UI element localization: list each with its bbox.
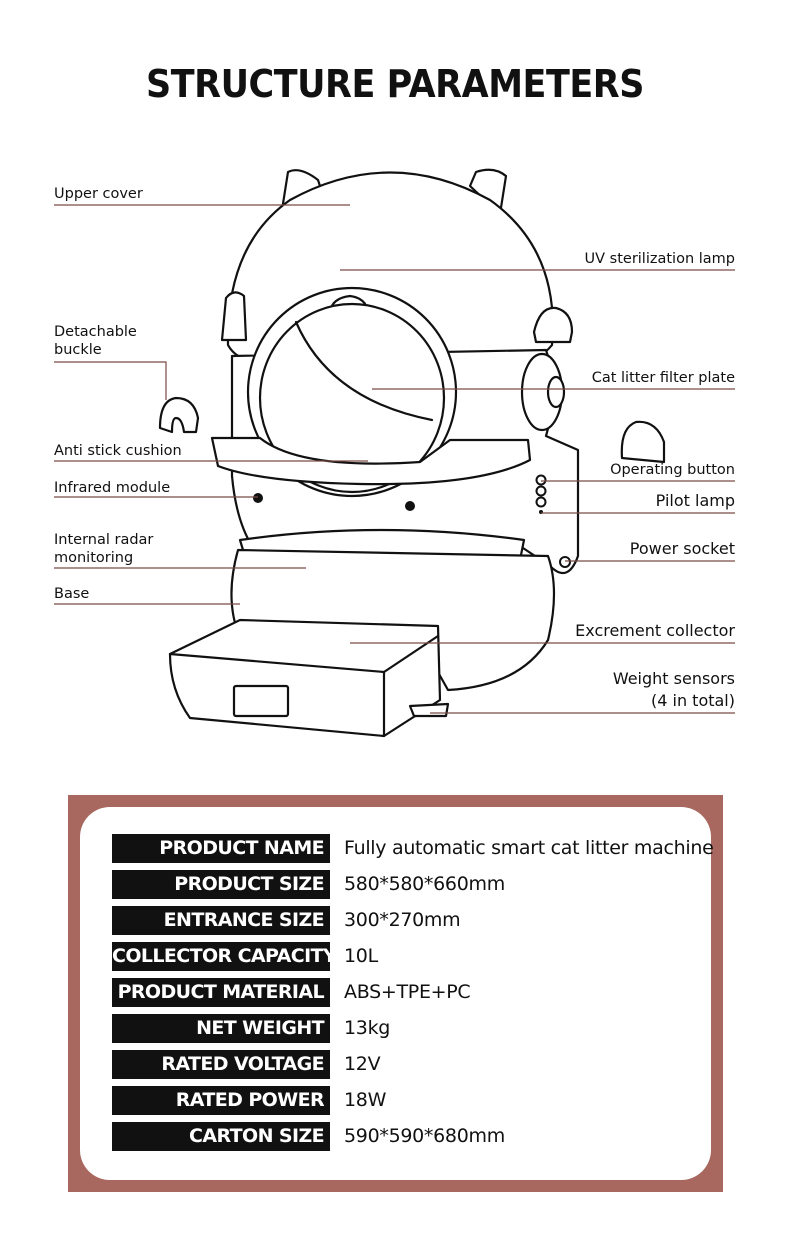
spec-key: RATED POWER <box>112 1086 330 1115</box>
spec-key: CARTON SIZE <box>112 1122 330 1151</box>
anti-stick-cushion-shape <box>210 436 532 486</box>
left-side-knob <box>220 291 248 342</box>
power-socket-dot <box>559 556 571 568</box>
spec-key: PRODUCT MATERIAL <box>112 978 330 1007</box>
label-base: Base <box>54 586 90 602</box>
spec-row: NET WEIGHT 13kg <box>112 1014 712 1043</box>
spec-key: ENTRANCE SIZE <box>112 906 330 935</box>
spec-value: 300*270mm <box>344 909 461 931</box>
label-cat-litter-filter-plate: Cat litter filter plate <box>591 370 735 386</box>
label-detachable-buckle-line2: buckle <box>54 342 102 358</box>
label-operating-button: Operating button <box>610 462 735 478</box>
spec-key: RATED VOLTAGE <box>112 1050 330 1079</box>
label-weight-sensors-line2: (4 in total) <box>650 691 735 710</box>
weight-sensor-shape <box>408 702 450 718</box>
right-ear-shape <box>468 168 508 216</box>
label-infrared-module: Infrared module <box>54 480 171 496</box>
label-pilot-lamp: Pilot lamp <box>655 491 735 510</box>
spec-key: PRODUCT SIZE <box>112 870 330 899</box>
right-side-knob <box>532 306 574 344</box>
spec-row: PRODUCT SIZE 580*580*660mm <box>112 870 712 899</box>
spec-key: COLLECTOR CAPACITY <box>112 942 337 971</box>
spec-value: 590*590*680mm <box>344 1125 505 1147</box>
operating-button-shape <box>620 420 666 464</box>
spec-row: ENTRANCE SIZE 300*270mm <box>112 906 712 935</box>
spec-row: RATED VOLTAGE 12V <box>112 1050 712 1079</box>
spec-value: ABS+TPE+PC <box>344 981 471 1003</box>
spec-row: CARTON SIZE 590*590*680mm <box>112 1122 712 1151</box>
operating-button-dot-1 <box>535 474 547 486</box>
label-anti-stick-cushion: Anti stick cushion <box>54 443 182 459</box>
operating-button-dot-2 <box>535 485 547 497</box>
spec-row: RATED POWER 18W <box>112 1086 712 1115</box>
operating-button-dot-3 <box>535 496 547 508</box>
spec-row: PRODUCT MATERIAL ABS+TPE+PC <box>112 978 712 1007</box>
label-uv-sterilization-lamp: UV sterilization lamp <box>584 251 735 267</box>
infrared-module-dot <box>253 493 263 503</box>
label-power-socket: Power socket <box>629 539 735 558</box>
label-internal-radar-line2: monitoring <box>54 550 134 566</box>
spec-value: 12V <box>344 1053 381 1075</box>
detachable-buckle-shape <box>158 396 200 434</box>
label-detachable-buckle-line1: Detachable <box>54 324 137 340</box>
spec-key: PRODUCT NAME <box>112 834 330 863</box>
label-excrement-collector: Excrement collector <box>575 621 735 640</box>
spec-value: 13kg <box>344 1017 391 1039</box>
label-upper-cover: Upper cover <box>54 186 143 202</box>
spec-value: 18W <box>344 1089 387 1111</box>
spec-row: COLLECTOR CAPACITY 10L <box>112 942 712 971</box>
page-title: STRUCTURE PARAMETERS <box>146 62 644 106</box>
label-weight-sensors-line1: Weight sensors <box>612 669 735 688</box>
excrement-collector-shape <box>168 618 442 738</box>
product-structure-diagram <box>54 168 735 738</box>
spec-value: 580*580*660mm <box>344 873 505 895</box>
spec-key: NET WEIGHT <box>112 1014 330 1043</box>
label-internal-radar-line1: Internal radar <box>54 532 154 548</box>
spec-row: PRODUCT NAME Fully automatic smart cat li… <box>112 834 714 863</box>
spec-value: 10L <box>344 945 378 967</box>
spec-value: Fully automatic smart cat litter machine <box>344 837 714 859</box>
leader-detachable-buckle <box>54 361 167 400</box>
